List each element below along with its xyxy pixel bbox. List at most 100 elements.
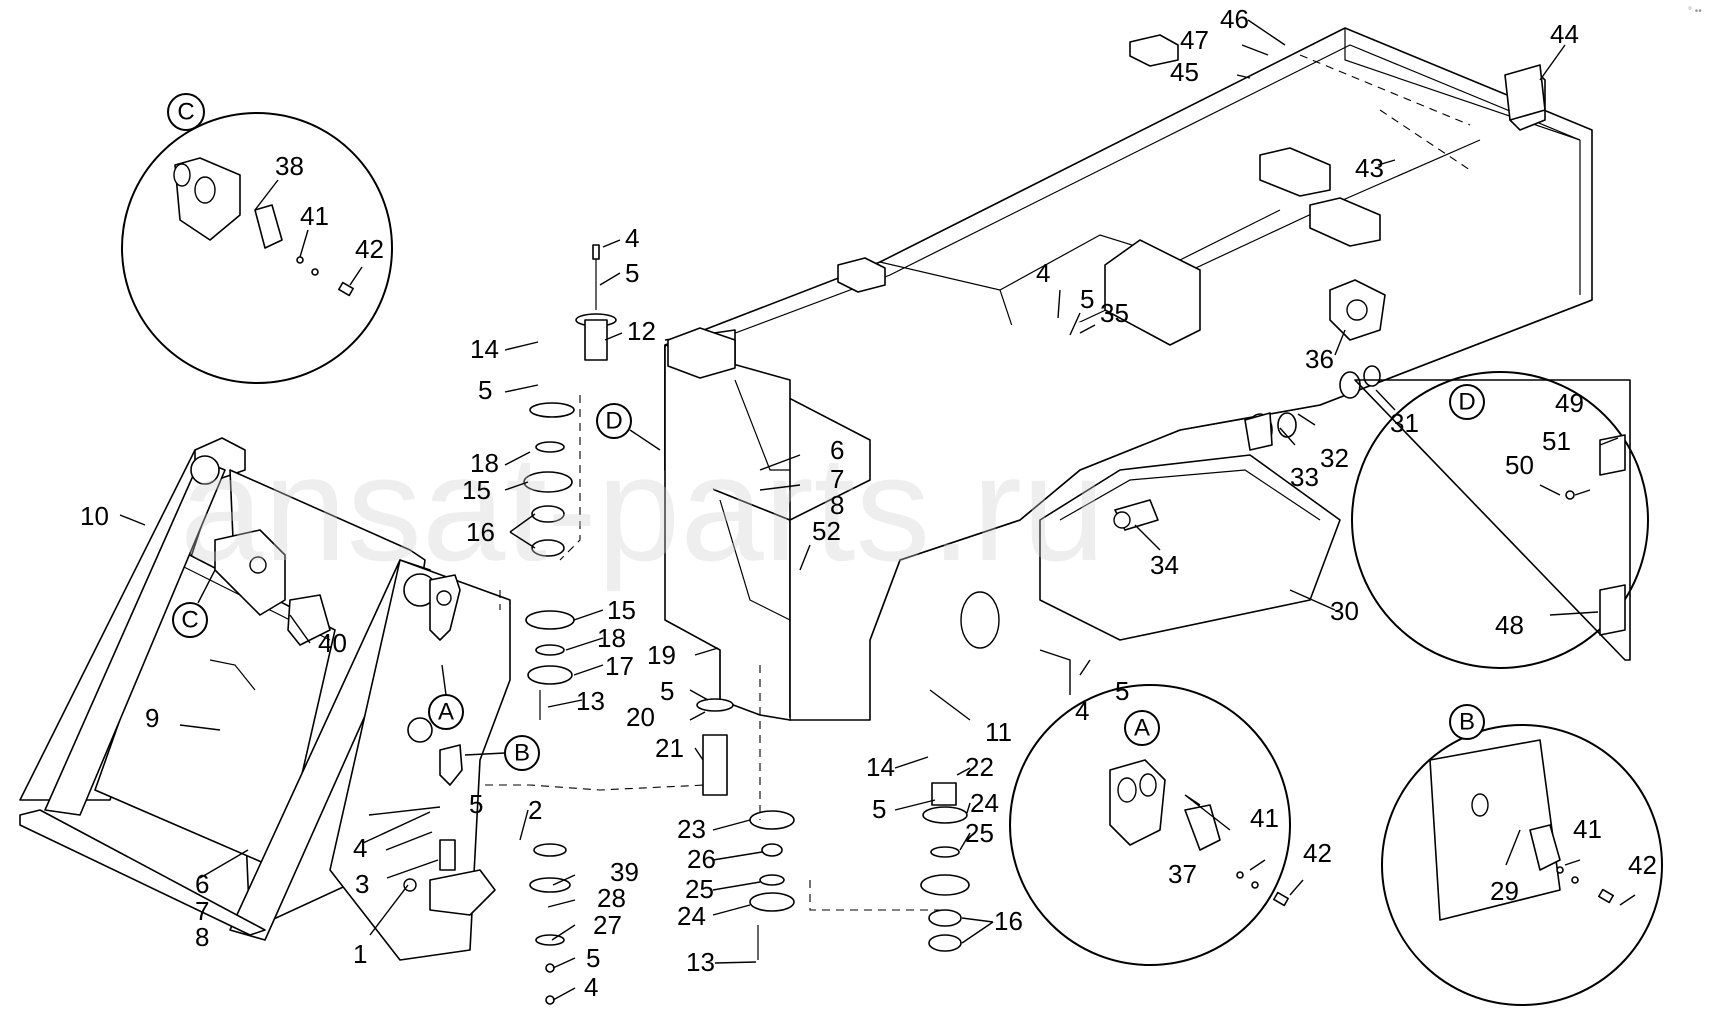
detail-a <box>1009 684 1291 966</box>
bubble-d-ref: D <box>596 403 661 451</box>
callout-38: 38 <box>275 151 304 181</box>
callout-13: 13 <box>686 947 715 977</box>
callout-16: 16 <box>466 517 495 547</box>
callout-25: 25 <box>965 818 994 848</box>
callout-5: 5 <box>1115 676 1129 706</box>
callout-24: 24 <box>970 788 999 818</box>
callout-51: 51 <box>1542 426 1571 456</box>
callout-15: 15 <box>607 595 636 625</box>
callout-48: 48 <box>1495 610 1524 640</box>
callout-16: 16 <box>994 906 1023 936</box>
callout-42: 42 <box>355 234 384 264</box>
callout-39: 39 <box>610 857 639 887</box>
svg-text:B: B <box>514 740 530 767</box>
callout-5: 5 <box>478 375 492 405</box>
callout-25: 25 <box>685 874 714 904</box>
callout-22: 22 <box>965 752 994 782</box>
svg-text:C: C <box>177 99 194 126</box>
callout-7: 7 <box>830 464 844 494</box>
callout-49: 49 <box>1555 388 1584 418</box>
pivot-stack <box>499 244 970 1005</box>
callout-9: 9 <box>145 703 159 733</box>
detail-c <box>121 112 393 384</box>
leader-lines <box>119 19 1636 1001</box>
callout-6: 6 <box>830 435 844 465</box>
callout-5: 5 <box>469 789 483 819</box>
callout-5: 5 <box>625 258 639 288</box>
callout-26: 26 <box>687 844 716 874</box>
callout-31: 31 <box>1390 408 1419 438</box>
callout-34: 34 <box>1150 550 1179 580</box>
callouts: 4 5 1 2 14 5 18 15 16 15 18 17 13 19 5 20… <box>80 4 1657 1002</box>
callout-41: 41 <box>1250 803 1279 833</box>
callout-27: 27 <box>593 910 622 940</box>
callout-32: 32 <box>1320 443 1349 473</box>
watermark: ansat-parts.ru <box>180 424 1105 592</box>
callout-5: 5 <box>660 676 674 706</box>
svg-text:A: A <box>1134 715 1150 742</box>
svg-text:B: B <box>1459 709 1475 736</box>
callout-30: 30 <box>1330 596 1359 626</box>
callout-18: 18 <box>597 623 626 653</box>
callout-14: 14 <box>470 334 499 364</box>
callout-3: 3 <box>355 869 369 899</box>
bubble-d-detail: D <box>1449 384 1485 420</box>
callout-47: 47 <box>1180 25 1209 55</box>
callout-41: 41 <box>1573 814 1602 844</box>
detail-b <box>1381 724 1663 1006</box>
callout-20: 20 <box>626 702 655 732</box>
callout-15: 15 <box>462 475 491 505</box>
callout-42: 42 <box>1628 850 1657 880</box>
callout-29: 29 <box>1490 876 1519 906</box>
callout-5: 5 <box>1080 284 1094 314</box>
loader-tower <box>19 437 706 961</box>
callout-1: 1 <box>353 939 367 969</box>
detail-d <box>1351 371 1649 669</box>
callout-18: 18 <box>470 448 499 478</box>
callout-44: 44 <box>1550 19 1579 49</box>
callout-8: 8 <box>195 922 209 952</box>
bubble-c-ref: C <box>172 569 216 638</box>
callout-28: 28 <box>597 883 626 913</box>
callout-41: 41 <box>300 201 329 231</box>
svg-text:C: C <box>181 607 198 634</box>
callout-42: 42 <box>1303 838 1332 868</box>
svg-text:D: D <box>605 408 622 435</box>
svg-text:A: A <box>438 699 454 726</box>
callout-43: 43 <box>1355 153 1384 183</box>
bubble-a-ref: A <box>428 664 464 730</box>
bubble-a-detail: A <box>1124 710 1160 746</box>
callout-36: 36 <box>1305 344 1334 374</box>
callout-11: 11 <box>985 717 1012 747</box>
callout-8: 8 <box>830 490 844 520</box>
callout-10: 10 <box>80 501 109 531</box>
callout-52: 52 <box>812 516 841 546</box>
callout-4: 4 <box>584 972 598 1002</box>
callout-35: 35 <box>1100 298 1129 328</box>
callout-4: 4 <box>1036 258 1050 288</box>
callout-17: 17 <box>605 651 634 681</box>
bubble-c-detail: C <box>167 93 205 131</box>
main-frame <box>664 27 1593 721</box>
bubble-b-ref: B <box>464 735 540 771</box>
callout-14: 14 <box>866 752 895 782</box>
svg-text:D: D <box>1458 389 1475 416</box>
callout-4: 4 <box>353 833 367 863</box>
callout-37: 37 <box>1168 859 1197 889</box>
corner-mark: ° •• <box>1688 6 1702 17</box>
callout-50: 50 <box>1505 450 1534 480</box>
callout-19: 19 <box>647 640 676 670</box>
callout-23: 23 <box>677 814 706 844</box>
callout-45: 45 <box>1170 57 1199 87</box>
callout-40: 40 <box>318 628 347 658</box>
bubble-b-detail: B <box>1449 704 1485 740</box>
callout-21: 21 <box>655 733 684 763</box>
callout-33: 33 <box>1290 462 1319 492</box>
callout-5: 5 <box>586 943 600 973</box>
callout-13: 13 <box>576 686 605 716</box>
callout-5: 5 <box>872 794 886 824</box>
callout-7: 7 <box>195 896 209 926</box>
callout-2: 2 <box>528 795 542 825</box>
callout-4: 4 <box>1075 696 1089 726</box>
callout-4: 4 <box>625 223 639 253</box>
